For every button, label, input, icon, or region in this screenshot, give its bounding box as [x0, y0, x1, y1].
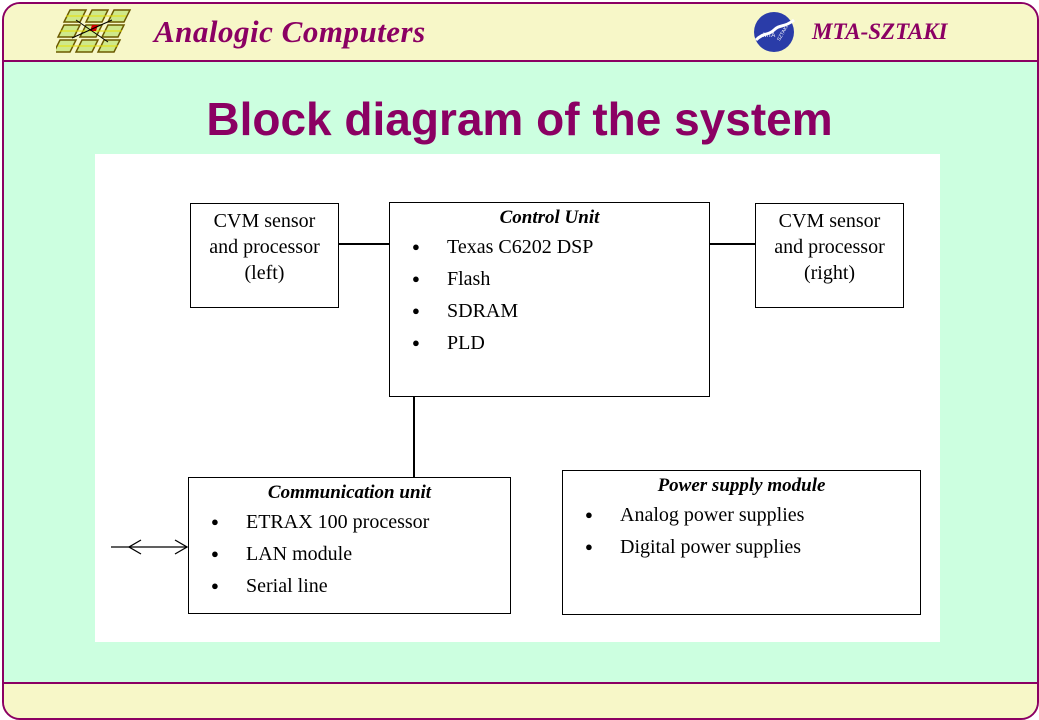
- brand-title: Analogic Computers: [154, 14, 426, 49]
- cvm-left-line-2: and processor: [209, 236, 320, 258]
- cvm-left-line-1: CVM sensor: [213, 210, 316, 232]
- analogic-grid-logo-icon: [56, 9, 132, 53]
- control-unit-item: Texas C6202 DSP: [390, 231, 709, 263]
- cvm-left-line-3: (left): [244, 262, 285, 284]
- power-supply-item: Digital power supplies: [563, 531, 920, 563]
- svg-text:MTA: MTA: [763, 33, 775, 39]
- slide-header: Analogic Computers MTA SZTAKI MTA-SZTAKI: [4, 4, 1037, 62]
- connector-left-control: [337, 243, 390, 245]
- org-name: MTA-SZTAKI: [812, 19, 948, 44]
- communication-unit-box: Communication unit ETRAX 100 processor L…: [188, 477, 511, 614]
- sztaki-logo-icon: MTA SZTAKI: [754, 12, 795, 52]
- cvm-left-box: CVM sensor and processor (left): [190, 203, 339, 308]
- communication-unit-item: LAN module: [189, 538, 510, 570]
- control-unit-item: Flash: [390, 263, 709, 295]
- bidirectional-arrow-icon: [111, 539, 189, 555]
- power-supply-title: Power supply module: [657, 475, 826, 496]
- communication-unit-item: ETRAX 100 processor: [189, 506, 510, 538]
- slide-footer: [4, 684, 1037, 718]
- cvm-right-line-1: CVM sensor: [778, 210, 881, 232]
- cvm-right-line-3: (right): [803, 262, 856, 284]
- communication-unit-item: Serial line: [189, 570, 510, 602]
- slide-title: Block diagram of the system: [206, 93, 833, 145]
- control-unit-item: PLD: [390, 327, 709, 359]
- connector-control-communication: [413, 396, 415, 478]
- communication-unit-title: Communication unit: [267, 482, 432, 503]
- power-supply-box: Power supply module Analog power supplie…: [562, 470, 921, 615]
- connector-control-right: [709, 243, 756, 245]
- cvm-right-box: CVM sensor and processor (right): [755, 203, 904, 308]
- control-unit-item: SDRAM: [390, 295, 709, 327]
- control-unit-title: Control Unit: [499, 207, 600, 228]
- block-diagram: CVM sensor and processor (left) Control …: [95, 154, 940, 642]
- power-supply-item: Analog power supplies: [563, 499, 920, 531]
- control-unit-box: Control Unit Texas C6202 DSP Flash SDRAM…: [389, 202, 710, 397]
- cvm-right-line-2: and processor: [774, 236, 885, 258]
